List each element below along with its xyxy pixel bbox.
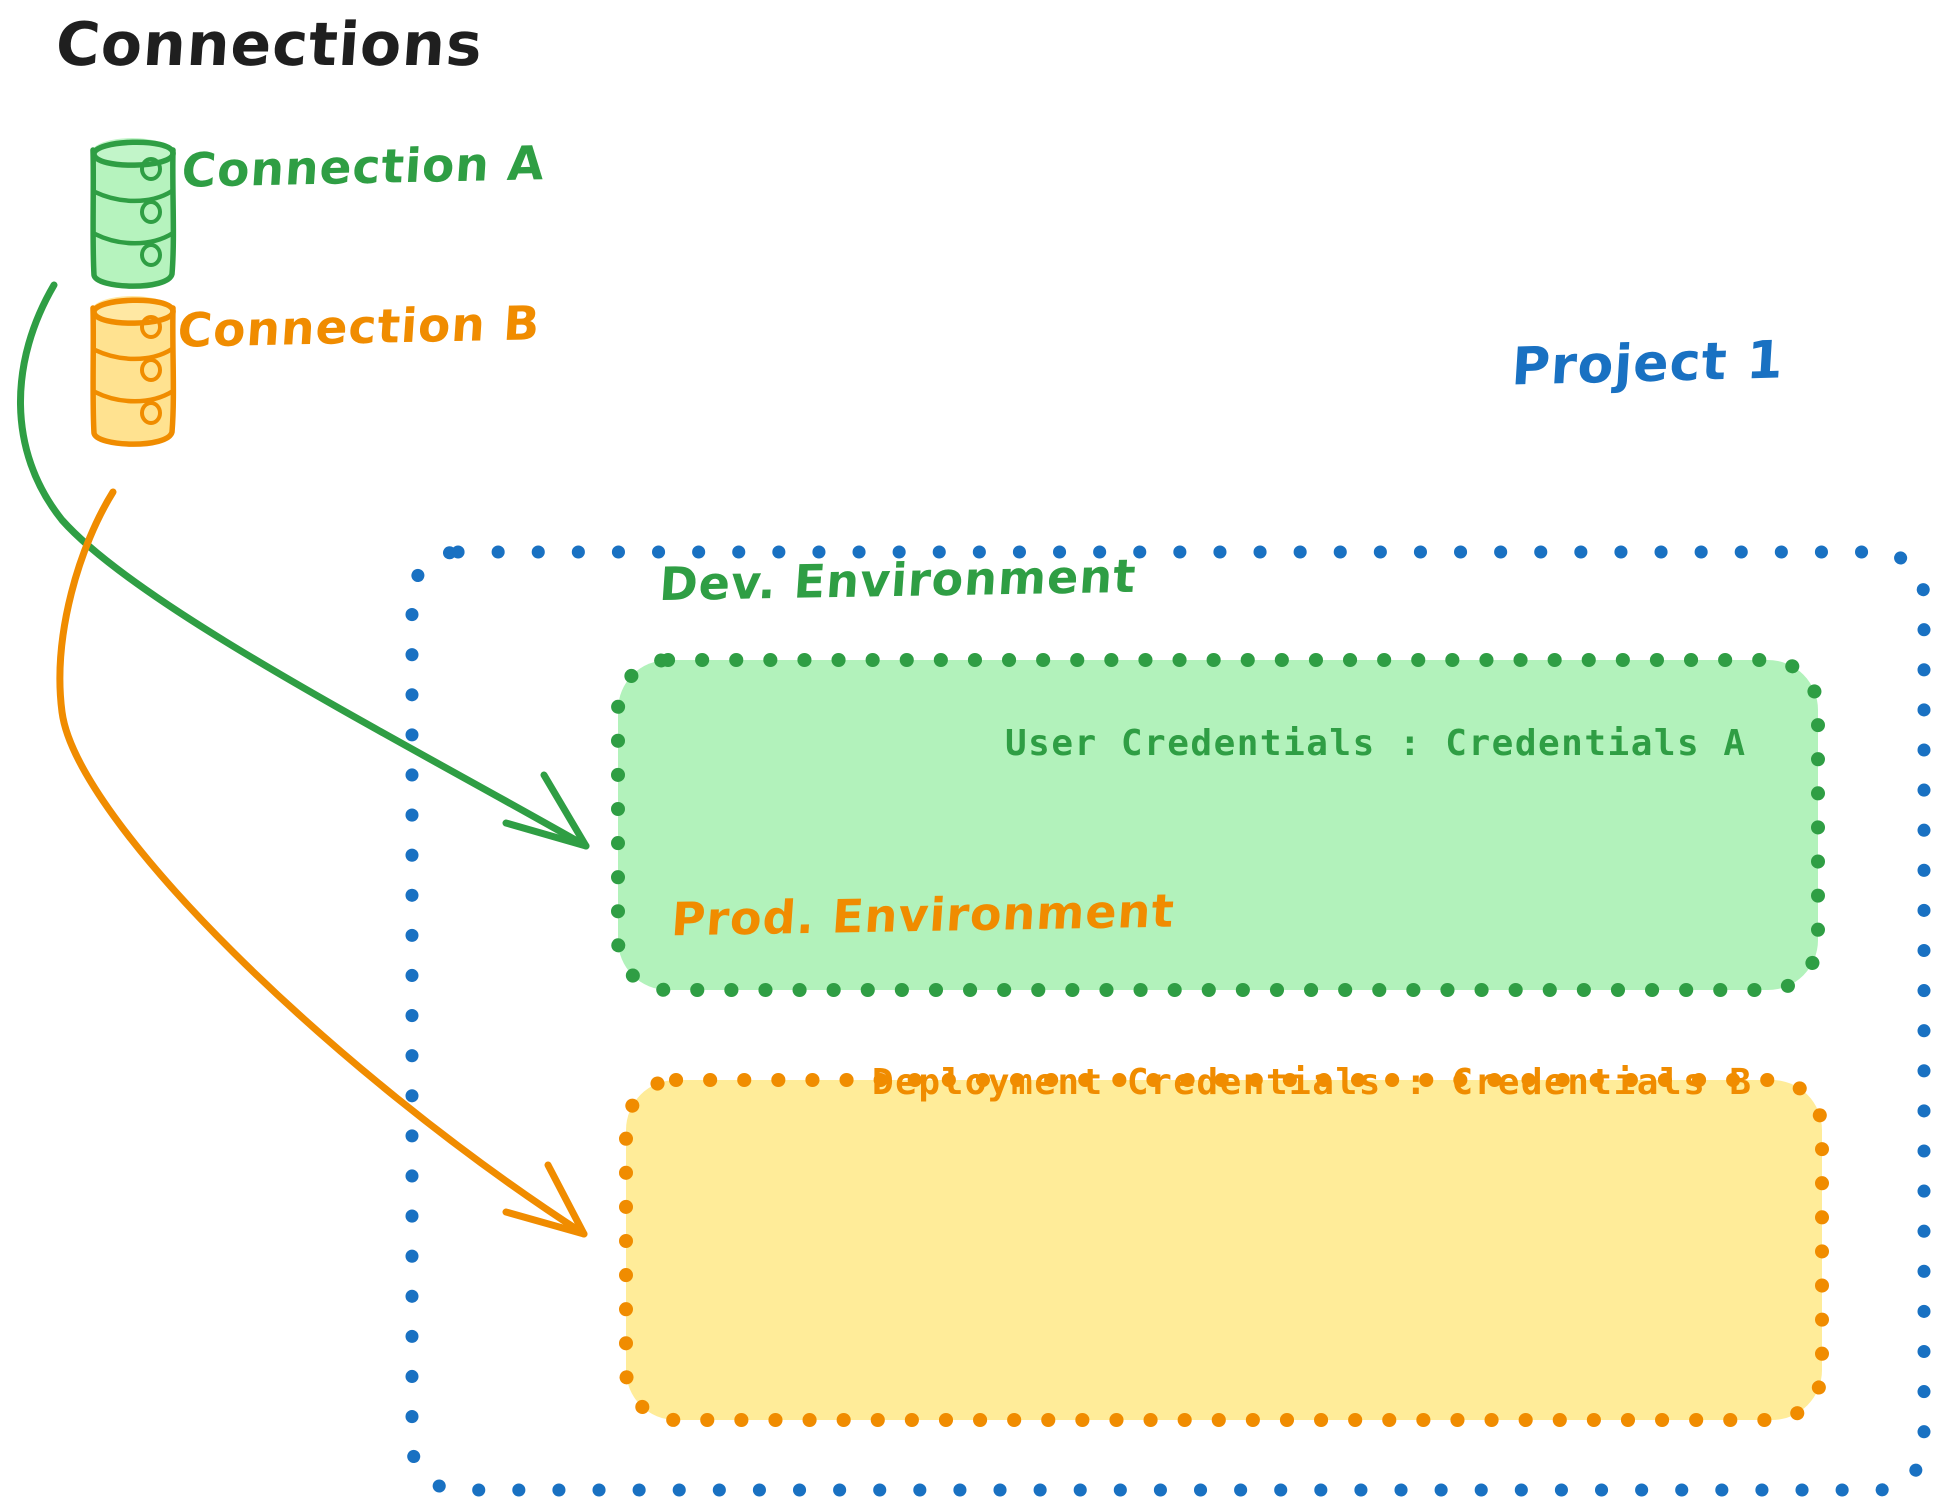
db-a-divider-1 <box>92 188 175 204</box>
project-boundary[interactable] <box>405 545 1931 1497</box>
db-b-led-3 <box>140 401 162 425</box>
arrow-conn-a-head <box>502 771 590 850</box>
db-a-body-fill <box>92 140 172 284</box>
dev-environment-fill <box>618 660 1818 990</box>
db-a-led-3 <box>140 243 162 267</box>
db-a-divider-2 <box>92 230 176 246</box>
db-b-led-1 <box>140 315 162 339</box>
arrow-conn-b-head <box>502 1161 588 1238</box>
db-a-side-walls <box>90 147 177 289</box>
db-b-side-walls <box>90 305 177 447</box>
db-a-led-1 <box>140 157 162 181</box>
db-a-led-2 <box>140 200 162 224</box>
dev-environment-box[interactable] <box>611 653 1825 997</box>
db-b-divider-1 <box>92 346 175 362</box>
db-b-led-2 <box>140 358 162 382</box>
prod-environment-fill <box>626 1080 1822 1420</box>
arrow-conn-a-to-dev[interactable] <box>17 281 590 850</box>
dev-environment-outline <box>611 653 1825 997</box>
prod-environment-outline <box>619 1073 1829 1427</box>
connection-a-database-icon[interactable] <box>90 138 177 289</box>
prod-environment-box[interactable] <box>619 1073 1829 1427</box>
project-boundary-outline <box>405 545 1931 1497</box>
connection-b-database-icon[interactable] <box>90 296 177 447</box>
arrow-conn-b-line <box>56 488 588 1238</box>
db-b-divider-2 <box>92 388 176 404</box>
arrow-conn-b-to-prod[interactable] <box>56 488 588 1238</box>
arrow-conn-a-line <box>17 281 590 850</box>
db-b-body-fill <box>92 298 172 442</box>
